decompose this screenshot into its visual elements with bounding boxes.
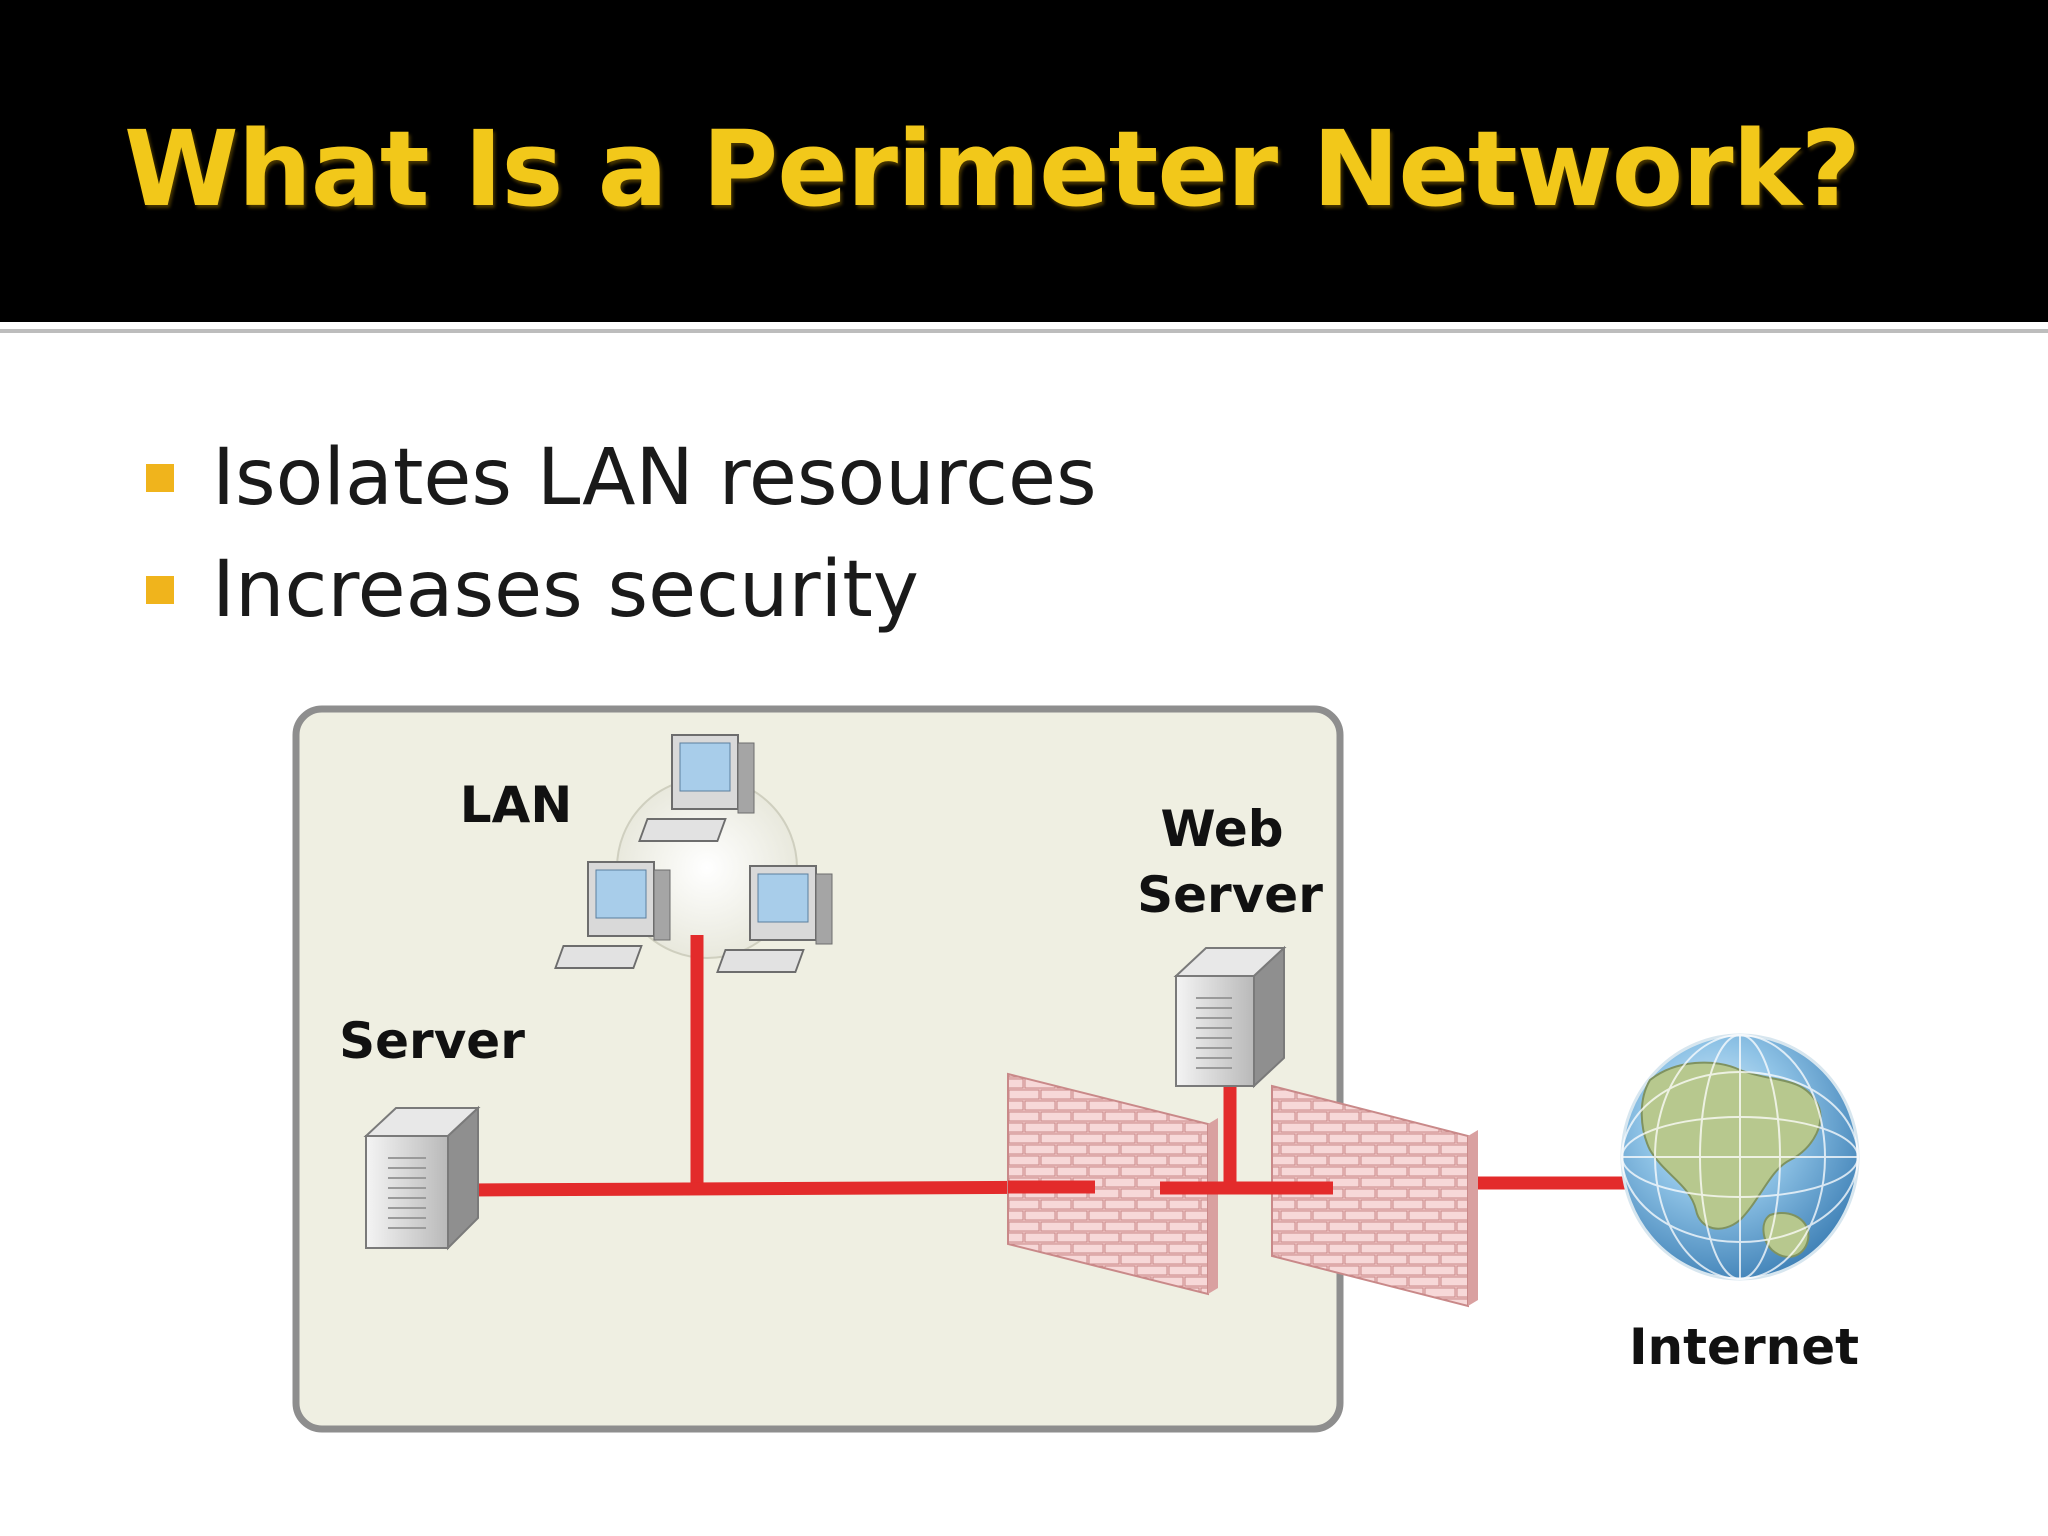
title-bar xyxy=(0,0,2048,322)
bullet-square-icon xyxy=(146,576,174,604)
workstation-icon xyxy=(638,734,755,842)
firewall-link-segments xyxy=(1008,1180,1333,1195)
web-server-label-line2: Server xyxy=(1137,866,1323,924)
firewall-icon xyxy=(1271,1084,1478,1308)
bullet-text: Increases security xyxy=(212,545,919,635)
server-icon xyxy=(363,1105,481,1251)
firewall-icon xyxy=(1007,1072,1218,1296)
internet-label: Internet xyxy=(1629,1318,1859,1376)
workstation-icon xyxy=(554,861,671,969)
title-divider xyxy=(0,329,2048,333)
web-server-label-line1: Web xyxy=(1160,800,1283,858)
lan-label: LAN xyxy=(460,776,572,834)
server-label: Server xyxy=(339,1012,525,1070)
bullet-text: Isolates LAN resources xyxy=(212,433,1097,523)
workstation-icon xyxy=(716,865,833,973)
web-server-icon xyxy=(1173,945,1287,1089)
bullet-square-icon xyxy=(146,464,174,492)
slide-title: What Is a Perimeter Network? xyxy=(124,108,1861,230)
globe-icon xyxy=(1620,1033,1860,1281)
